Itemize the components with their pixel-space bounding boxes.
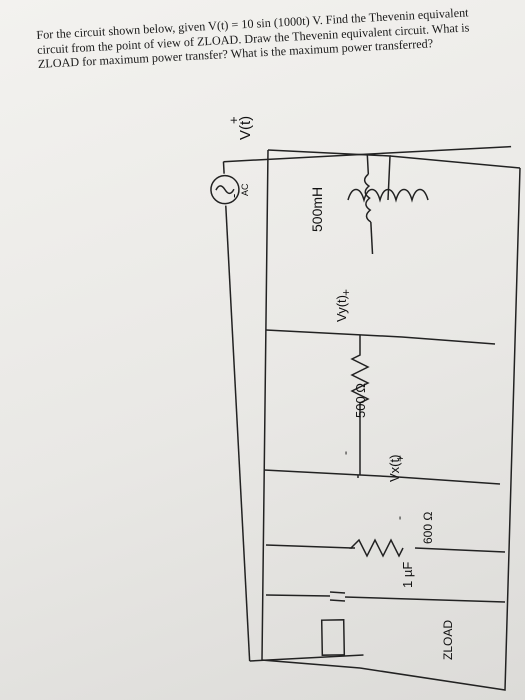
vy-minus: - — [338, 451, 352, 455]
left-wire — [261, 149, 361, 669]
inductor-to-node — [370, 222, 374, 255]
ac-wave — [215, 185, 235, 195]
resistor-600-body — [349, 538, 404, 558]
inductor — [363, 154, 372, 223]
capacitor-plate-1 — [329, 591, 346, 594]
inductor-coil — [347, 188, 429, 203]
vx-minus: - — [392, 516, 406, 520]
wire-to-right-top — [389, 155, 521, 169]
vx-plus: + — [393, 455, 407, 462]
middle-upper-wire — [265, 329, 496, 345]
ac-source — [210, 174, 240, 205]
zload-box — [320, 619, 346, 656]
r1-label: 500 Ω — [353, 383, 368, 418]
vx-label: Vx(t) — [387, 455, 402, 482]
left-wire-bottom — [225, 205, 251, 662]
cap-wire-right — [344, 596, 506, 603]
source-plus: + — [226, 116, 241, 124]
source-minus: - — [226, 194, 241, 198]
source-type: AC — [240, 183, 250, 196]
right-wire — [359, 167, 521, 691]
left-wire-top — [222, 161, 225, 174]
vy-label: Vy(t) — [334, 295, 349, 322]
cap-label: 1 µF — [400, 562, 415, 588]
r2-label: 600 Ω — [421, 512, 435, 544]
middle-lower-wire — [263, 469, 501, 485]
zload-label: ZLOAD — [441, 620, 455, 660]
capacitor-plate-2 — [329, 599, 346, 602]
cap-wire-left — [265, 594, 331, 597]
vy-plus: + — [339, 289, 353, 296]
wire-to-600 — [265, 544, 353, 549]
source-label: V(t) — [237, 116, 254, 140]
resistor-500 — [350, 335, 370, 475]
wire-600-right — [414, 547, 506, 553]
top-wire — [267, 149, 391, 201]
inductor-label: 500mH — [309, 187, 325, 232]
